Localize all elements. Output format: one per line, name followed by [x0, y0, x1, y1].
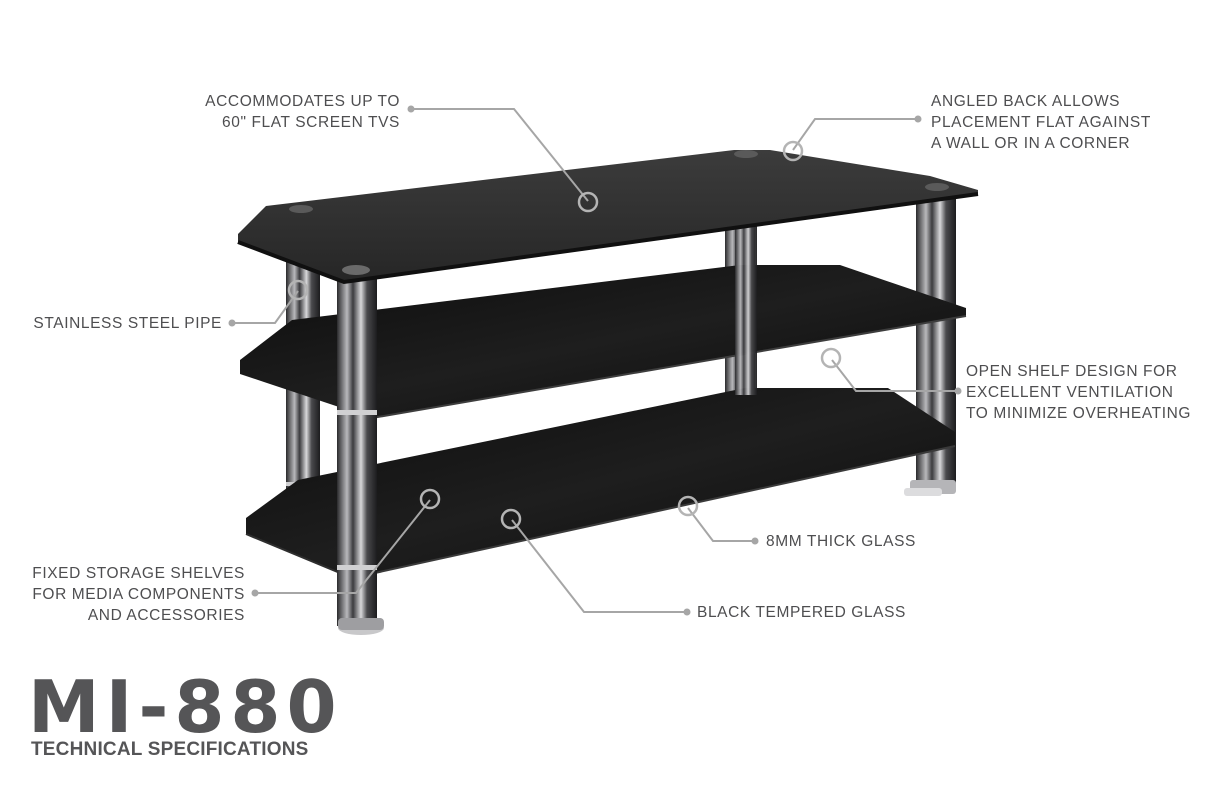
ring-angled-back	[782, 140, 804, 162]
front-middle-post	[735, 225, 757, 395]
callout-line: TO MINIMIZE OVERHEATING	[966, 405, 1192, 422]
callout-fixed-shelves: FIXED STORAGE SHELVES FOR MEDIA COMPONEN…	[20, 563, 245, 626]
ring-tempered-glass	[500, 508, 522, 530]
bottom-shelf	[245, 388, 956, 579]
callout-tempered-glass: BLACK TEMPERED GLASS	[697, 602, 906, 623]
leader-lines	[232, 108, 958, 613]
callout-line: FOR MEDIA COMPONENTS	[32, 586, 245, 603]
leader-thick-glass	[687, 507, 753, 542]
callout-line: OPEN SHELF DESIGN FOR	[966, 363, 1178, 380]
callout-line: PLACEMENT FLAT AGAINST	[931, 114, 1151, 131]
callout-line: 60" FLAT SCREEN TVS	[222, 114, 400, 131]
callout-line: AND ACCESSORIES	[87, 607, 245, 624]
leader-tempered-glass	[511, 519, 686, 613]
model-title: MI-880	[28, 665, 343, 749]
middle-shelf	[240, 265, 967, 419]
leader-open-shelf	[831, 359, 958, 392]
front-left-post	[337, 270, 384, 635]
callout-rings	[287, 140, 842, 530]
callout-thick-glass: 8MM THICK GLASS	[766, 531, 916, 552]
callout-line: A WALL OR IN A CORNER	[931, 135, 1131, 152]
spec-subtitle: TECHNICAL SPECIFICATIONS	[31, 739, 309, 760]
callout-line: ANGLED BACK ALLOWS	[931, 93, 1121, 110]
ring-steel-pipe	[287, 279, 309, 301]
top-shelf	[237, 150, 979, 285]
ring-tv-size	[577, 191, 599, 213]
leader-dots	[228, 105, 962, 616]
callout-tv-size: ACCOMMODATES UP TO 60" FLAT SCREEN TVS	[196, 91, 400, 133]
callout-open-shelf: OPEN SHELF DESIGN FOR EXCELLENT VENTILAT…	[966, 361, 1191, 424]
leader-fixed-shelves	[255, 499, 431, 594]
ring-open-shelf	[820, 347, 842, 369]
leader-angled-back	[792, 118, 918, 151]
leader-steel-pipe	[232, 290, 299, 324]
callout-line: 8MM THICK GLASS	[766, 533, 916, 550]
callout-angled-back: ANGLED BACK ALLOWS PLACEMENT FLAT AGAINS…	[931, 91, 1151, 154]
ring-fixed-shelves	[419, 488, 441, 510]
leader-tv-size	[411, 108, 589, 202]
ring-thick-glass	[677, 495, 699, 517]
callout-line: EXCELLENT VENTILATION	[966, 384, 1174, 401]
callout-line: STAINLESS STEEL PIPE	[33, 315, 222, 332]
callout-line: BLACK TEMPERED GLASS	[697, 604, 906, 621]
callout-steel-pipe: STAINLESS STEEL PIPE	[20, 313, 222, 334]
callout-line: ACCOMMODATES UP TO	[205, 93, 400, 110]
callout-line: FIXED STORAGE SHELVES	[32, 565, 245, 582]
